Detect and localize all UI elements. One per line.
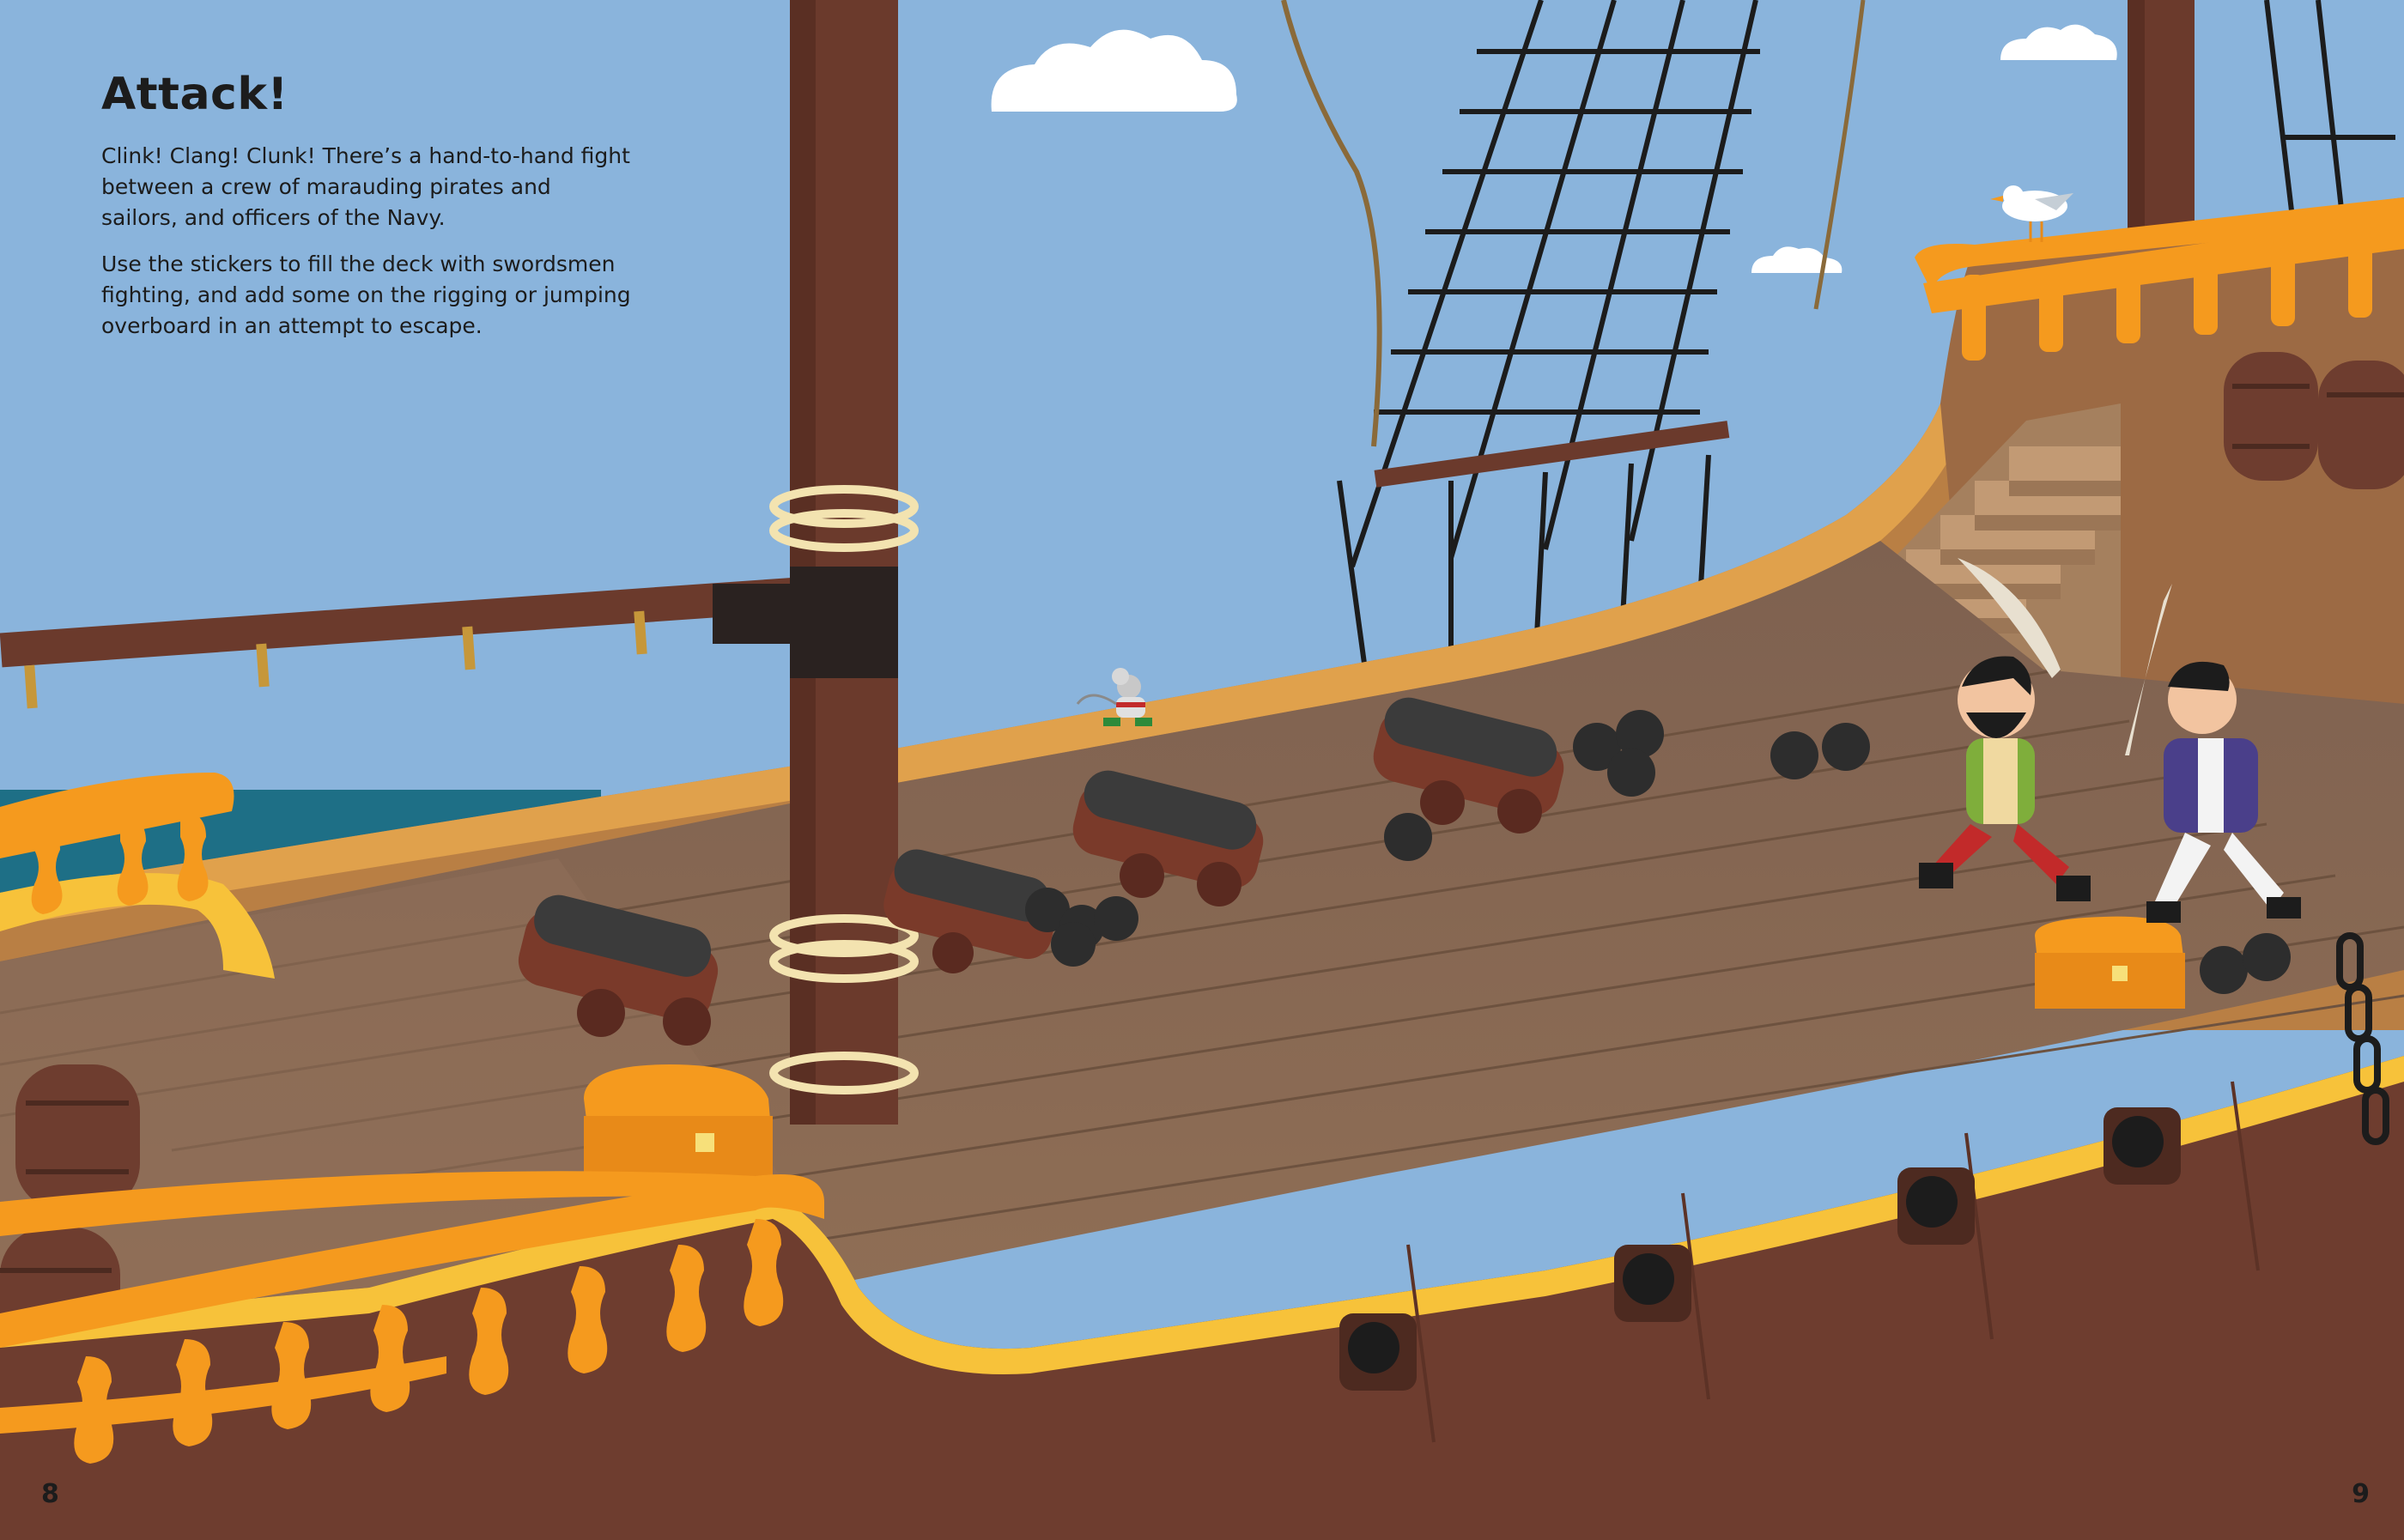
intro-paragraph: Clink! Clang! Clunk! There’s a hand-to-h… [101,143,630,230]
barrel-icon [15,1064,140,1210]
hanging-rope [1813,0,1866,310]
cloud-icon [2000,24,2117,61]
mast-rope-rings [769,485,919,1094]
page-number-left: 8 [41,1479,59,1509]
treasure-chest-icon [584,1064,773,1185]
cloud-icon [1751,246,1842,273]
rigging-spar [1374,421,1730,488]
cannon-icon [1072,770,1264,906]
boom-spar [0,577,799,668]
cannon-icon [1373,697,1564,834]
mouse-icon [1076,668,1152,726]
cannonball-icon [1025,710,2291,994]
pirate-figure [1919,558,2091,901]
instruction-paragraph: Use the stickers to fill the deck with s… [101,252,631,338]
seagull-icon [1990,185,2073,242]
gunports [1339,1107,2181,1391]
anchor-chain [2336,932,2389,1145]
barrel-icon [2318,361,2404,489]
quarterdeck-balusters [1915,197,2404,361]
treasure-chest-icon [2035,916,2185,1009]
hull [0,1056,2404,1540]
hanging-rope [1281,0,1382,447]
intro-text-block: Attack! Clink! Clang! Clunk! There’s a h… [101,69,634,357]
navy-officer-figure [2125,584,2301,923]
cloud-icon [991,29,1237,112]
page-title: Attack! [101,69,288,120]
rail-left-upper [0,773,234,858]
front-rail [0,1174,824,1348]
rail-left-balusters [31,811,209,914]
page-number-right: 9 [2352,1479,2370,1509]
cannon-icon [883,849,1057,973]
cannon-icon [518,894,719,1046]
barrel-icon [2224,352,2318,481]
